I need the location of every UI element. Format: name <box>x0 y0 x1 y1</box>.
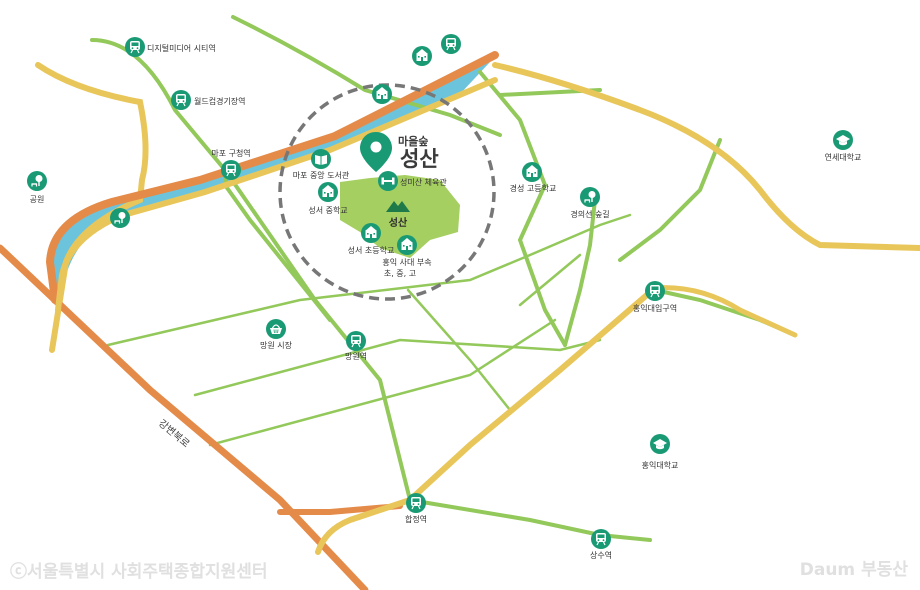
mountain-icon <box>386 201 410 212</box>
road-thin-3 <box>208 318 557 447</box>
road-thin-4 <box>406 288 512 412</box>
poi-world-cup-stadium[interactable]: 월드컵경기장역 <box>171 90 246 110</box>
graduation-cap-icon <box>650 434 670 454</box>
road-orange-riverside <box>45 51 499 304</box>
road-green-2 <box>231 15 502 137</box>
watermark-left: ⓒ서울특별시 사회주택종합지원센터 <box>10 561 268 582</box>
subway-icon <box>591 529 611 549</box>
poi-label: 성서 중학교 <box>308 205 347 215</box>
school-icon <box>318 182 338 202</box>
subway-icon <box>346 331 366 351</box>
basket-icon <box>266 319 286 339</box>
poi-label: 월드컵경기장역 <box>194 96 246 106</box>
poi-top-subway[interactable] <box>441 34 461 54</box>
road-green-7 <box>618 138 722 262</box>
road-yellow-riverside <box>55 77 498 313</box>
poi-label: 홍익 사대 부속 <box>382 257 431 267</box>
road-thin-2 <box>193 338 602 397</box>
subway-icon <box>645 281 665 301</box>
road-green-6 <box>408 498 652 542</box>
poi-hongik-univ[interactable]: 홍익대학교 <box>642 434 679 470</box>
subway-icon <box>125 37 145 57</box>
road-yellow-east <box>492 62 920 251</box>
poi-top-school[interactable] <box>412 46 432 66</box>
subway-icon <box>406 493 426 513</box>
poi-label: 마포 중앙 도서관 <box>293 170 350 180</box>
poi-circle-school[interactable] <box>372 84 392 104</box>
poi-label: 경의선 숲길 <box>570 209 609 219</box>
poi-label: 망원 시장 <box>260 340 293 350</box>
poi-gyeongui-forest[interactable]: 경의선 숲길 <box>570 187 610 219</box>
road-green-1 <box>90 38 412 502</box>
poi-hongik-univ-station[interactable]: 홍익대입구역 <box>633 281 677 313</box>
school-icon <box>522 162 542 182</box>
poi-label: 합정역 <box>405 514 427 524</box>
poi-label: 마포 구청역 <box>211 148 250 158</box>
brand-small-text: 마을숲 <box>398 134 428 148</box>
dumbbell-icon <box>378 171 398 191</box>
school-icon <box>361 223 381 243</box>
poi-mapo-library[interactable]: 마포 중앙 도서관 <box>293 149 350 180</box>
poi-yonsei[interactable]: 연세대학교 <box>825 130 862 162</box>
school-icon <box>372 84 392 104</box>
poi-hongik-attached[interactable]: 홍익 사대 부속 초, 중, 고 <box>382 235 432 278</box>
radius-circle <box>278 83 496 301</box>
poi-mapo-gucheong[interactable]: 마포 구청역 <box>211 148 251 180</box>
poi-label: 경성 고등학교 <box>510 183 557 193</box>
subway-icon <box>441 34 461 54</box>
subway-icon <box>221 160 241 180</box>
poi-digital-media-city[interactable]: 디지털미디어 시티역 <box>125 37 216 57</box>
poi-label: 디지털미디어 시티역 <box>147 43 216 53</box>
road-thin-5 <box>518 253 582 307</box>
poi-park-left[interactable]: 공원 <box>27 171 47 204</box>
brand-big-text: 성산 <box>400 147 439 171</box>
poi-label: 홍익대학교 <box>642 460 679 470</box>
library-icon <box>311 149 331 169</box>
mountain-label: 성산 <box>389 216 408 229</box>
watermark-right: Daum 부동산 <box>800 560 909 580</box>
poi-mangwon-station[interactable]: 망원역 <box>345 331 367 361</box>
poi-hapjeong-station[interactable]: 합정역 <box>405 493 427 524</box>
road-green-3 <box>223 168 332 322</box>
road-thin-1 <box>106 213 632 347</box>
road-green-4 <box>478 70 567 347</box>
poi-sublabel: 초, 중, 고 <box>384 269 416 278</box>
park-icon <box>110 208 130 228</box>
park-icon <box>580 187 600 207</box>
poi-seongseo-elementary[interactable]: 성서 초등학교 <box>348 223 395 255</box>
poi-label: 상수역 <box>590 550 612 560</box>
road-yellow-hongik <box>652 285 798 338</box>
school-icon <box>412 46 432 66</box>
poi-seongseo-middle[interactable]: 성서 중학교 <box>308 182 348 215</box>
poi-park-river[interactable] <box>110 208 130 228</box>
poi-sangsu-station[interactable]: 상수역 <box>590 529 612 560</box>
subway-icon <box>171 90 191 110</box>
poi-mangwon-market[interactable]: 망원 시장 <box>260 319 293 350</box>
park-icon <box>27 171 47 191</box>
center-pin <box>360 132 392 172</box>
road-green-8 <box>563 198 597 347</box>
poi-label: 망원역 <box>345 351 367 361</box>
poi-seongmisan-gym[interactable]: 성미산 체육관 <box>378 171 447 191</box>
poi-label: 연세대학교 <box>825 152 862 162</box>
school-icon <box>397 235 417 255</box>
poi-kyungsung-high[interactable]: 경성 고등학교 <box>510 162 557 193</box>
poi-label: 성미산 체육관 <box>400 177 447 187</box>
poi-label: 홍익대입구역 <box>633 303 677 313</box>
road-yellow-diagonal <box>315 285 658 555</box>
poi-label: 성서 초등학교 <box>348 245 395 255</box>
road-network <box>0 15 920 590</box>
poi-label: 공원 <box>30 195 45 204</box>
graduation-cap-icon <box>833 130 853 150</box>
han-river <box>48 62 490 300</box>
